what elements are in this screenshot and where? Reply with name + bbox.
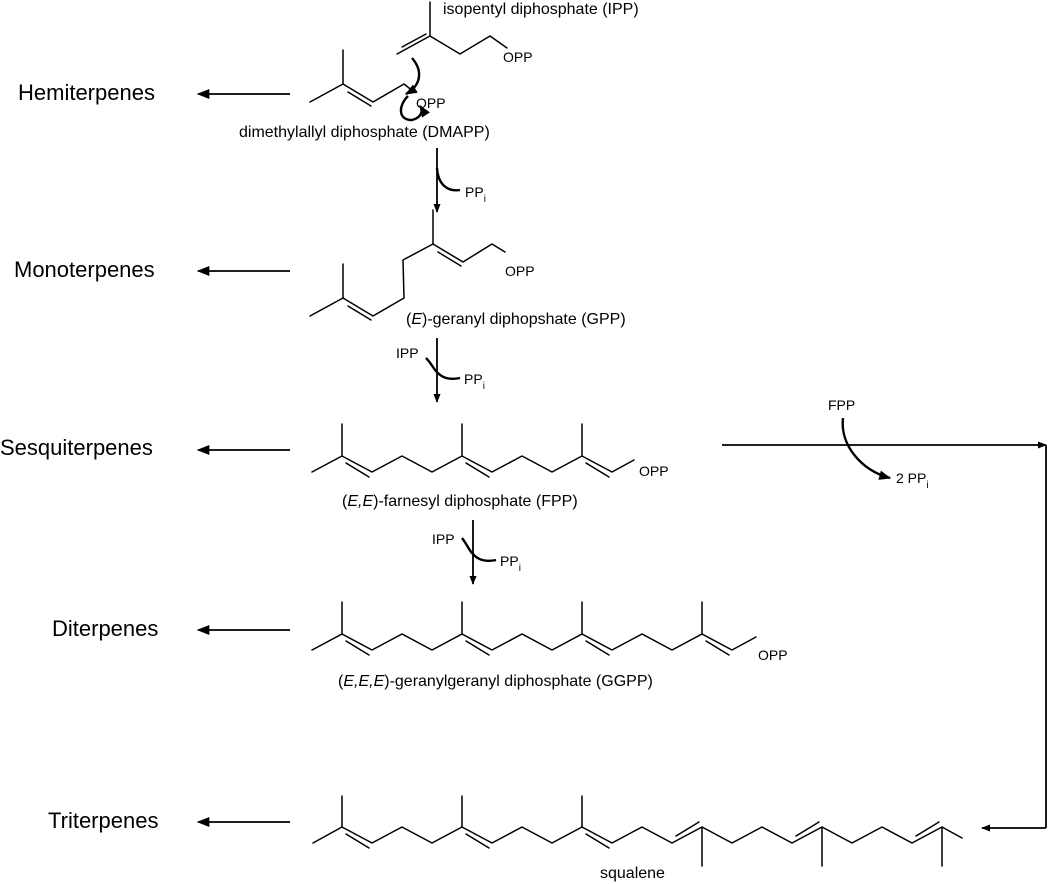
ipp-label: isopentyl diphosphate (IPP) [443, 1, 639, 18]
triterpenes-label: Triterpenes [48, 808, 158, 833]
ggpp-label: (E,E,E)-geranylgeranyl diphosphate (GGPP… [338, 673, 653, 690]
squalene-structure [312, 795, 963, 867]
diterpenes-label: Diterpenes [52, 616, 158, 641]
fpp-opp-label: OPP [639, 463, 669, 479]
gpp-opp-label: OPP [505, 263, 535, 279]
dmapp-label: dimethylallyl diphosphate (DMAPP) [239, 124, 490, 141]
ipp-opp-label: OPP [503, 49, 533, 65]
dmapp-structure: OPP [309, 49, 446, 111]
sesquiterpenes-label: Sesquiterpenes [0, 435, 153, 460]
hemiterpenes-label: Hemiterpenes [18, 80, 155, 105]
ggpp-opp-label: OPP [758, 647, 788, 663]
dimerization-fpp: FPP [828, 397, 855, 413]
dmapp-opp-label: OPP [416, 95, 446, 111]
ggpp-structure: OPP [311, 601, 788, 663]
electron-push-arrow-1 [404, 57, 421, 96]
step1-ppi: PPi [465, 184, 486, 205]
step3-ppi: PPi [500, 553, 521, 574]
dimerization-ppi: 2 PPi [896, 470, 929, 491]
squalene-label: squalene [600, 865, 665, 882]
dimerization-curve [841, 417, 892, 480]
step1-release-curve [435, 167, 461, 192]
electron-push-arrow-2 [399, 95, 430, 122]
fpp-label: (E,E)-farnesyl diphosphate (FPP) [342, 493, 578, 510]
ipp-structure: OPP [396, 1, 533, 65]
step2-curve [425, 357, 461, 380]
step3-ipp: IPP [432, 531, 455, 547]
fpp-structure: OPP [311, 423, 669, 479]
gpp-label: (E)-geranyl diphopshate (GPP) [406, 311, 626, 328]
gpp-structure: OPP [309, 209, 535, 321]
step2-ipp: IPP [396, 345, 419, 361]
step3-curve [461, 537, 497, 562]
monoterpenes-label: Monoterpenes [14, 257, 155, 282]
step2-ppi: PPi [464, 371, 485, 392]
